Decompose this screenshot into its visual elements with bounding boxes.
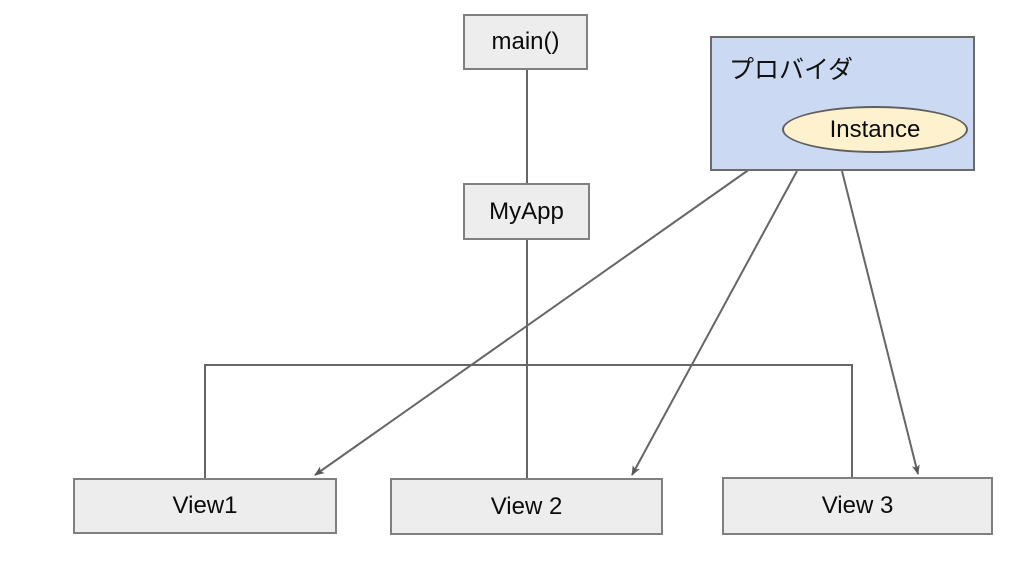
node-view1: View1 xyxy=(73,478,337,534)
arrow-provider-view3 xyxy=(841,170,920,475)
node-provider: プロバイダ Instance xyxy=(710,36,975,171)
node-view3: View 3 xyxy=(722,477,993,535)
node-main-label: main() xyxy=(491,28,560,55)
node-view3-label: View 3 xyxy=(821,492,894,519)
node-myapp-label: MyApp xyxy=(489,197,564,225)
node-myapp: MyApp xyxy=(463,183,590,240)
node-view2-label: View 2 xyxy=(490,492,563,520)
arrow-provider-view2 xyxy=(631,170,798,476)
provider-label: プロバイダ xyxy=(729,56,854,84)
node-view2: View 2 xyxy=(390,478,663,535)
arrow-provider-view1 xyxy=(314,163,758,476)
node-view1-label: View1 xyxy=(172,492,238,519)
instance-label: Instance xyxy=(829,115,921,143)
node-main: main() xyxy=(463,14,588,70)
node-instance: Instance xyxy=(782,106,968,153)
